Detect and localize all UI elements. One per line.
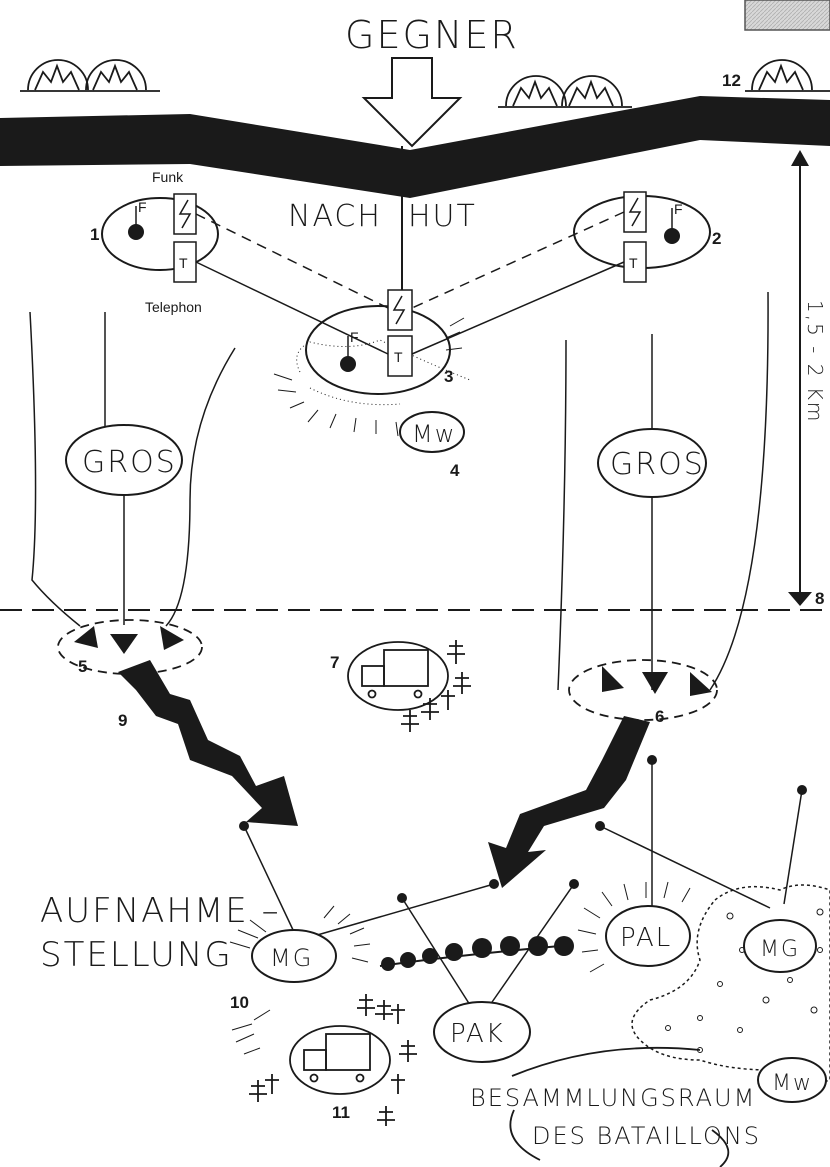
- pak-unit: [433, 1001, 531, 1063]
- position-label-line1: AUFNAHME –: [40, 891, 281, 931]
- tree-group-middle: [498, 75, 632, 108]
- command-post-1: F T: [101, 193, 219, 283]
- marker-8: 8: [815, 589, 824, 608]
- assembly-label-line2: DES BATAILLONS: [532, 1122, 761, 1150]
- svg-text:F: F: [674, 201, 683, 217]
- cover-hatching-mg-left: [229, 905, 371, 963]
- arrow-icon-5a: [74, 626, 98, 648]
- arrow-icon-5c: [160, 626, 184, 650]
- cover-hatching-pal: [577, 881, 691, 973]
- telephone-label: Telephon: [145, 299, 202, 315]
- cover-hatching-vehicle-11: [231, 1009, 271, 1055]
- terrain-dots: [665, 908, 824, 1053]
- rearguard-label-left: NACH: [288, 199, 382, 234]
- marker-7: 7: [330, 653, 339, 672]
- observation-posts: [239, 755, 807, 903]
- command-post-2: F T: [573, 191, 711, 283]
- distance-label: 1,5 - 2 Km: [803, 300, 827, 423]
- withdrawal-arrow-9: [118, 660, 298, 826]
- gros-right-oval: [597, 428, 707, 498]
- marker-1: 1: [90, 225, 99, 244]
- gros-right-label: GROS: [610, 447, 705, 482]
- terrain-area: [631, 884, 830, 1085]
- enemy-arrow-icon: [361, 57, 463, 148]
- arrow-icon-6b: [642, 672, 668, 694]
- observation-lines: [243, 760, 803, 1006]
- marker-5: 5: [78, 657, 87, 676]
- marker-6: 6: [655, 707, 664, 726]
- assembly-area-outline: [509, 1046, 730, 1167]
- assembly-point-6: [568, 659, 718, 721]
- gros-right-unit: [557, 291, 769, 691]
- assembly-label-line1: BESAMMLUNGSRAUM: [470, 1084, 756, 1112]
- rearguard-label-right: HUT: [408, 199, 477, 234]
- distance-arrow-bottom-icon: [788, 592, 812, 606]
- mg-left-label: MG: [270, 944, 313, 972]
- svg-text:T: T: [629, 255, 638, 271]
- mg-right-unit: [743, 919, 817, 973]
- mw-top-label: Mw: [412, 420, 456, 448]
- mg-left-unit: [251, 929, 337, 983]
- pal-unit: [605, 905, 691, 967]
- arrow-icon-5b: [110, 634, 138, 654]
- arrow-icon-6a: [602, 666, 624, 692]
- marker-3: 3: [444, 367, 453, 386]
- tree-group-left: [20, 59, 160, 92]
- pak-label: PAK: [450, 1019, 505, 1049]
- mg-right-label: MG: [760, 937, 800, 962]
- command-post-3: T F: [296, 289, 471, 406]
- distance-arrow-top-icon: [791, 150, 809, 166]
- svg-text:T: T: [394, 349, 403, 365]
- vehicle-park-11: [249, 994, 417, 1126]
- svg-text:F: F: [138, 199, 147, 215]
- radio-label: Funk: [152, 169, 184, 185]
- marker-9: 9: [118, 711, 127, 730]
- withdrawal-arrow-6: [488, 716, 650, 888]
- vehicle-park-7: [347, 640, 471, 732]
- corner-box: [744, 0, 830, 31]
- mw-top-unit: [399, 411, 465, 453]
- svg-text:F: F: [350, 329, 359, 345]
- position-label-line2: STELLUNG: [40, 935, 233, 975]
- obstacle-belt: [379, 936, 574, 971]
- cover-hatching-post-3: [273, 317, 465, 437]
- marker-2: 2: [712, 229, 721, 248]
- svg-text:T: T: [179, 255, 188, 271]
- enemy-label: GEGNER: [345, 13, 519, 57]
- marker-10: 10: [230, 993, 249, 1012]
- arrow-icon-6c: [690, 672, 712, 696]
- pal-label: PAL: [620, 923, 672, 953]
- gros-left-oval: [65, 424, 183, 496]
- mw-bottom-label: Mw: [772, 1071, 813, 1096]
- marker-12: 12: [722, 71, 741, 90]
- marker-11: 11: [332, 1103, 350, 1122]
- gros-left-label: GROS: [82, 445, 177, 480]
- tree-group-right: [745, 59, 830, 92]
- front-line: [0, 96, 830, 198]
- mw-bottom-unit: [757, 1057, 827, 1103]
- marker-4: 4: [450, 461, 460, 480]
- comms-lines: [195, 211, 625, 355]
- gros-left-unit: [29, 311, 236, 627]
